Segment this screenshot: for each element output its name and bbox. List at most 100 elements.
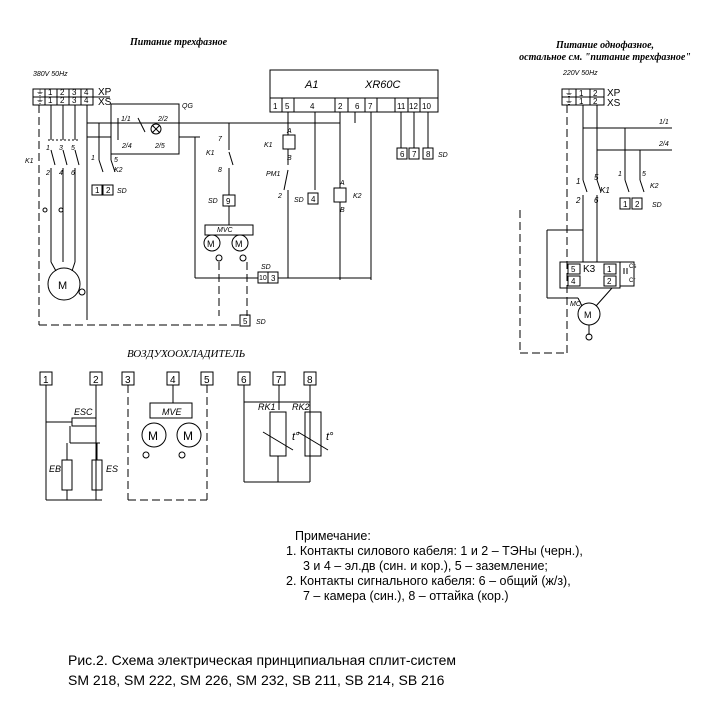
rk1-temp: t°	[292, 431, 300, 443]
mvc-label: MVC	[217, 227, 234, 234]
k1-coil-a: A	[286, 128, 292, 135]
k-contact-1: 1	[91, 155, 95, 162]
left-terminal-3: 3	[72, 88, 77, 97]
controller-a1	[269, 69, 439, 113]
rk1-label: RK1	[258, 402, 276, 412]
notes-block: Примечание: 1. Контакты силового кабеля:…	[286, 529, 583, 604]
sd-terminal-6: 6	[400, 150, 405, 159]
k1-contact-3: 3	[59, 145, 63, 152]
line-11: 1/1	[659, 119, 669, 126]
sd-terminal-9: 9	[226, 197, 231, 206]
notes-line1: 1. Контакты силового кабеля: 1 и 2 – ТЭН…	[286, 544, 583, 558]
right-sd-terminal-1: 1	[623, 200, 628, 209]
sd-label-4: SD	[294, 197, 304, 204]
left-terminal-1b: 1	[48, 96, 53, 105]
ac-terminal-4: 4	[170, 375, 176, 386]
cr-label: Cr	[629, 278, 635, 284]
eb-label: EB	[49, 464, 61, 474]
notes-line4: 7 – камера (син.), 8 – оттайка (кор.)	[303, 589, 509, 603]
sd-terminal-7: 7	[412, 150, 417, 159]
es-label: ES	[106, 464, 118, 474]
left-terminal-2: 2	[60, 88, 65, 97]
left-xs-label: XS	[98, 97, 112, 108]
ac-terminal-5: 5	[204, 375, 210, 386]
rk2-sensor	[304, 411, 322, 457]
mvc-motor-2: M	[235, 239, 243, 249]
left-terminal-ground: ⏚	[36, 88, 44, 97]
left-terminal-1: 1	[48, 88, 53, 97]
k1-label-mvc: K1	[206, 150, 215, 157]
single-phase-header: Питание однофазное, остальное см. "питан…	[500, 40, 710, 64]
sd-terminal-2: 2	[106, 186, 111, 195]
k3-pin-5: 5	[571, 265, 576, 274]
k1-contact-8: 8	[218, 167, 222, 174]
right-k2-label: K2	[650, 183, 659, 190]
line-24: 2/4	[658, 141, 669, 148]
k1-coil-b: B	[287, 155, 292, 162]
left-supply-label: 380V 50Hz	[33, 71, 68, 78]
ac-terminal-1: 1	[43, 375, 49, 386]
left-terminal-ground-2: ⏚	[36, 96, 44, 105]
mve-label: MVE	[162, 407, 183, 417]
pm1-label: PM1	[266, 171, 281, 178]
k2-coil-b: B	[340, 207, 345, 214]
ac-terminal-8: 8	[307, 375, 313, 386]
controller-name: A1	[304, 79, 318, 91]
notes-line3: 2. Контакты сигнального кабеля: 6 – общи…	[286, 574, 571, 588]
left-xp-label: XP	[98, 87, 112, 98]
k3-pin-1: 1	[607, 265, 612, 274]
sd-label-1: SD	[117, 188, 127, 195]
pm1-contact: 2	[277, 193, 282, 200]
k1-label-left: K1	[25, 158, 34, 165]
notes-title: Примечание:	[295, 529, 371, 543]
k1-main-contacts	[48, 139, 80, 262]
sd-terminal-8: 8	[426, 150, 431, 159]
main-motor-m: M	[58, 280, 67, 292]
k1-contact-1: 1	[46, 145, 50, 152]
k1-contact-4: 4	[59, 170, 63, 177]
mve-motor-2: M	[183, 429, 193, 443]
qg-switch	[110, 103, 180, 155]
left-terminal-4: 4	[84, 88, 89, 97]
air-cooler-terminals	[39, 371, 317, 386]
three-phase-header: Питание трехфазное	[130, 37, 228, 48]
right-terminal-1a: 1	[579, 89, 584, 98]
k1-contact-5: 5	[71, 145, 75, 152]
right-sd-terminal-2: 2	[635, 200, 640, 209]
k3-start-relay	[559, 261, 635, 289]
right-k1-contact-2: 2	[575, 196, 581, 205]
pin-10: 10	[422, 102, 431, 111]
esc-label: ESC	[74, 407, 93, 417]
pin-7: 7	[368, 102, 373, 111]
k1-contact-6: 6	[71, 170, 75, 177]
controller-model: XR60C	[364, 79, 401, 91]
pin-2: 2	[338, 102, 343, 111]
right-k2-contact-1: 1	[618, 171, 622, 178]
rk2-label: RK2	[292, 402, 310, 412]
qg-contact-25: 2/5	[154, 143, 165, 150]
air-cooler-header: ВОЗДУХООХЛАДИТЕЛЬ	[127, 348, 246, 360]
sd-terminal-10: 10	[259, 275, 267, 282]
k2-coil-a: A	[339, 180, 345, 187]
k1-contact-2: 2	[45, 170, 50, 177]
mvc-motor-1: M	[207, 239, 215, 249]
single-phase-header-line2: остальное см. "питание трехфазное"	[519, 52, 691, 63]
k2-coil-label: K2	[353, 193, 362, 200]
mc-motor-m: M	[584, 310, 592, 320]
rk1-sensor	[269, 411, 287, 457]
esc-heater	[71, 417, 97, 427]
eb-heater	[61, 459, 73, 491]
qg-contact-24: 2/4	[121, 143, 132, 150]
es-heater	[91, 459, 103, 491]
k3-pin-4: 4	[571, 277, 576, 286]
sd-terminal-4: 4	[311, 195, 316, 204]
right-sd-label: SD	[652, 202, 662, 209]
caption-line2: SM 218, SM 222, SM 226, SM 232, SB 211, …	[68, 672, 445, 688]
k1-contact-7: 7	[218, 136, 223, 143]
left-terminal-2b: 2	[60, 96, 65, 105]
sd-label-103: SD	[261, 264, 271, 271]
right-k1-contact-5: 5	[594, 173, 599, 182]
sd-terminal-1: 1	[95, 186, 100, 195]
cs-label: Cs	[629, 264, 636, 270]
